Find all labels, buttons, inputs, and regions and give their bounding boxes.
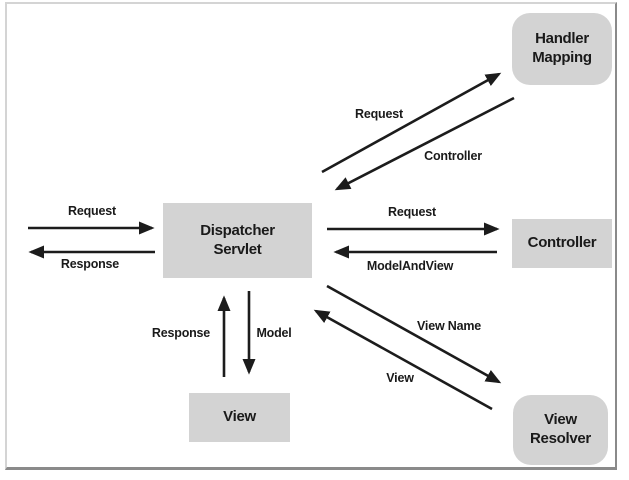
node-view-resolver-label: View Resolver [530, 411, 591, 447]
edge-label-request-controller: Request [388, 205, 436, 219]
edge-label-request-handlermapping: Request [355, 107, 403, 121]
node-view-resolver: View Resolver [513, 395, 608, 465]
edge-label-view-return: View [386, 371, 414, 385]
node-view: View [189, 393, 290, 442]
edge-label-controller-return: Controller [424, 149, 482, 163]
node-handler-mapping-label: Handler Mapping [532, 30, 592, 66]
node-dispatcher-servlet-label: Dispatcher Servlet [200, 221, 275, 258]
arrow-dispatcher-to-viewresolver-viewname [326, 284, 502, 384]
edge-label-response-client: Response [60, 257, 120, 271]
arrow-handlermapping-to-dispatcher-controller [334, 96, 515, 191]
edge-label-response-view: Response [151, 326, 211, 340]
arrow-dispatcher-to-handlermapping-request [321, 72, 502, 174]
edge-label-request-client: Request [68, 204, 116, 218]
edge-label-view-name: View Name [417, 319, 481, 333]
edge-label-modelandview: ModelAndView [366, 259, 454, 273]
node-view-label: View [223, 408, 256, 426]
node-controller: Controller [512, 219, 612, 268]
node-controller-label: Controller [527, 234, 597, 252]
arrow-viewresolver-to-dispatcher-view [313, 309, 493, 411]
edge-label-model: Model [256, 326, 292, 340]
node-handler-mapping: Handler Mapping [512, 13, 612, 85]
node-dispatcher-servlet: Dispatcher Servlet [163, 203, 312, 278]
